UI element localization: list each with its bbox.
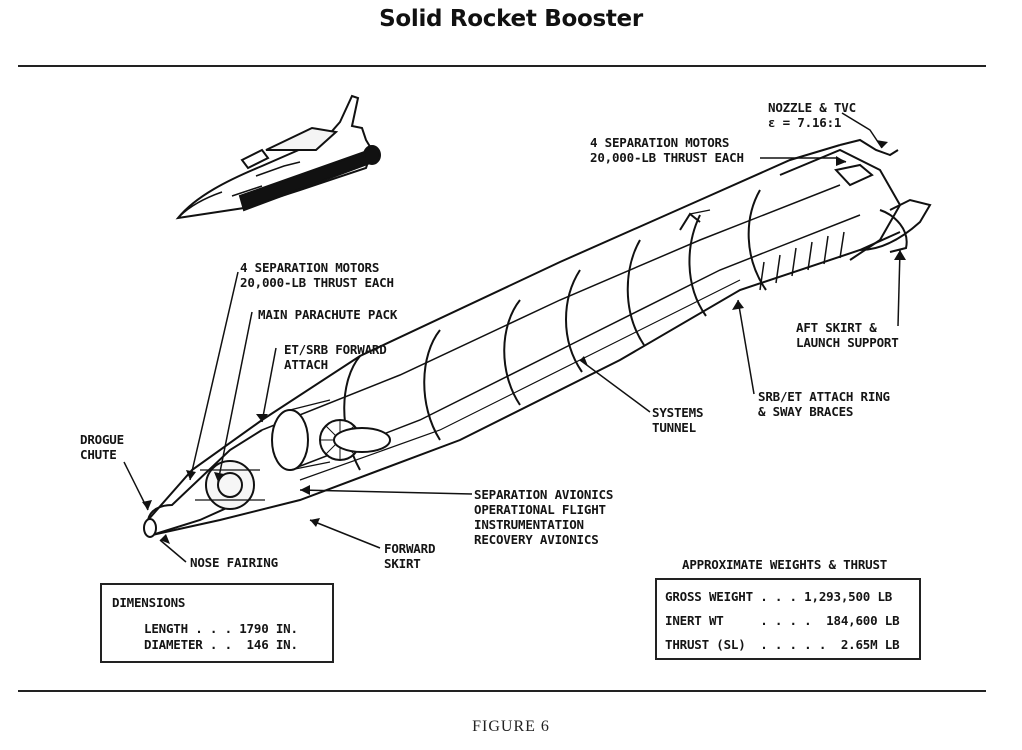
booster-body (143, 138, 932, 538)
aft-skirt-launch-support-label: AFT SKIRT & LAUNCH SUPPORT (796, 320, 899, 350)
et-srb-forward-attach-label: ET/SRB FORWARD ATTACH (284, 342, 387, 372)
figure-caption: FIGURE 6 (472, 718, 550, 735)
avionics-label: SEPARATION AVIONICS OPERATIONAL FLIGHT I… (474, 487, 614, 547)
weights-inert: INERT WT . . . . 184,600 LB (665, 613, 900, 628)
leader-lines (123, 112, 901, 563)
dimensions-heading: DIMENSIONS (112, 595, 186, 610)
srb-et-attach-ring-label: SRB/ET ATTACH RING & SWAY BRACES (758, 389, 890, 419)
weights-box: GROSS WEIGHT . . . 1,293,500 LB INERT WT… (655, 578, 921, 660)
drogue-chute-label: DROGUE CHUTE (80, 432, 124, 462)
separation-motors-forward-label: 4 SEPARATION MOTORS 20,000-LB THRUST EAC… (240, 260, 394, 290)
dimensions-box: DIMENSIONS LENGTH . . . 1790 IN. DIAMETE… (100, 583, 334, 663)
systems-tunnel-label: SYSTEMS TUNNEL (652, 405, 704, 435)
dimensions-length: LENGTH . . . 1790 IN. (144, 621, 298, 636)
separation-motors-aft-label: 4 SEPARATION MOTORS 20,000-LB THRUST EAC… (590, 135, 744, 165)
page-title: Solid Rocket Booster (379, 6, 643, 32)
weights-gross: GROSS WEIGHT . . . 1,293,500 LB (665, 589, 893, 604)
weights-thrust: THRUST (SL) . . . . . 2.65M LB (665, 637, 900, 652)
nozzle-tvc-label: NOZZLE & TVC ε = 7.16:1 (768, 100, 856, 130)
dimensions-diameter: DIAMETER . . 146 IN. (144, 637, 298, 652)
orbiter-illustration (175, 94, 381, 220)
top-rule (18, 65, 986, 67)
forward-skirt-label: FORWARD SKIRT (384, 541, 436, 571)
weights-heading: APPROXIMATE WEIGHTS & THRUST (682, 557, 888, 572)
nose-fairing-label: NOSE FAIRING (190, 555, 278, 570)
main-parachute-pack-label: MAIN PARACHUTE PACK (258, 307, 398, 322)
leader-arrowheads (142, 140, 906, 544)
bottom-rule (18, 690, 986, 692)
